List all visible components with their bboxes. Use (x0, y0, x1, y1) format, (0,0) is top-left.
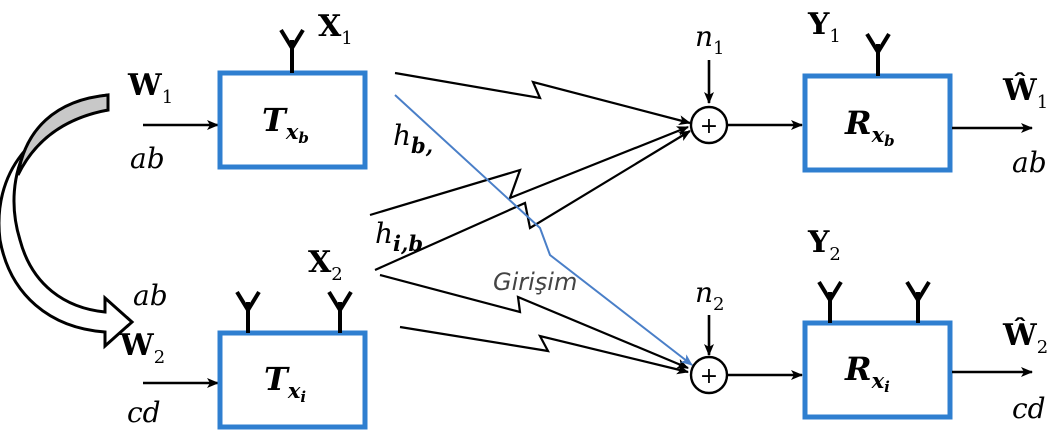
transmitter-ti-box (217, 330, 368, 430)
ti-label: Txi (264, 360, 306, 406)
interference-path (394, 94, 693, 366)
x2-label: X2 (308, 245, 343, 285)
w1-message: ab (130, 142, 165, 175)
w1hat-message: ab (1012, 146, 1047, 179)
w2hat-message: cd (1012, 392, 1046, 425)
adder-1: + (689, 105, 729, 145)
adder-symbol: + (700, 364, 718, 389)
rb-label: Rxb (844, 104, 895, 150)
w2-message: cd (127, 396, 161, 429)
y2-label: Y2 (807, 225, 841, 265)
antenna-icon (817, 280, 843, 323)
hi-label: hi,b (375, 217, 423, 256)
channel-path-ti-to-ri (379, 273, 689, 370)
antenna-icon (279, 28, 305, 73)
x1-label: X1 (318, 9, 353, 49)
ri-label: Rxi (844, 350, 890, 396)
antenna-icon (905, 280, 931, 323)
w1hat-label: Ŵ1 (1002, 72, 1048, 113)
w2-label: W2 (119, 328, 165, 368)
channel-path-tb-to-rb (394, 71, 691, 126)
w2hat-label: Ŵ2 (1002, 317, 1048, 358)
antenna-icon (327, 290, 353, 333)
hb-label: hb, (393, 119, 433, 158)
antenna-icon (235, 290, 261, 333)
n2-label: n2 (695, 276, 725, 315)
adder-symbol: + (700, 114, 718, 139)
adder-2: + (689, 355, 729, 395)
channel-path-ti3-to-ri (399, 325, 689, 375)
tb-label: Txb (262, 101, 309, 147)
interference-label: Girişim (493, 268, 577, 296)
y1-label: Y1 (807, 7, 841, 47)
transmitter-tb-box (217, 70, 368, 170)
n1-label: n1 (695, 20, 725, 59)
channel-path-ti-to-rb (369, 125, 689, 217)
w2-shared-message: ab (133, 279, 168, 312)
w1-label: W1 (127, 68, 173, 108)
antenna-icon (865, 32, 891, 76)
curved-arrow-icon (0, 93, 135, 350)
receiver-ri-box (802, 320, 953, 420)
